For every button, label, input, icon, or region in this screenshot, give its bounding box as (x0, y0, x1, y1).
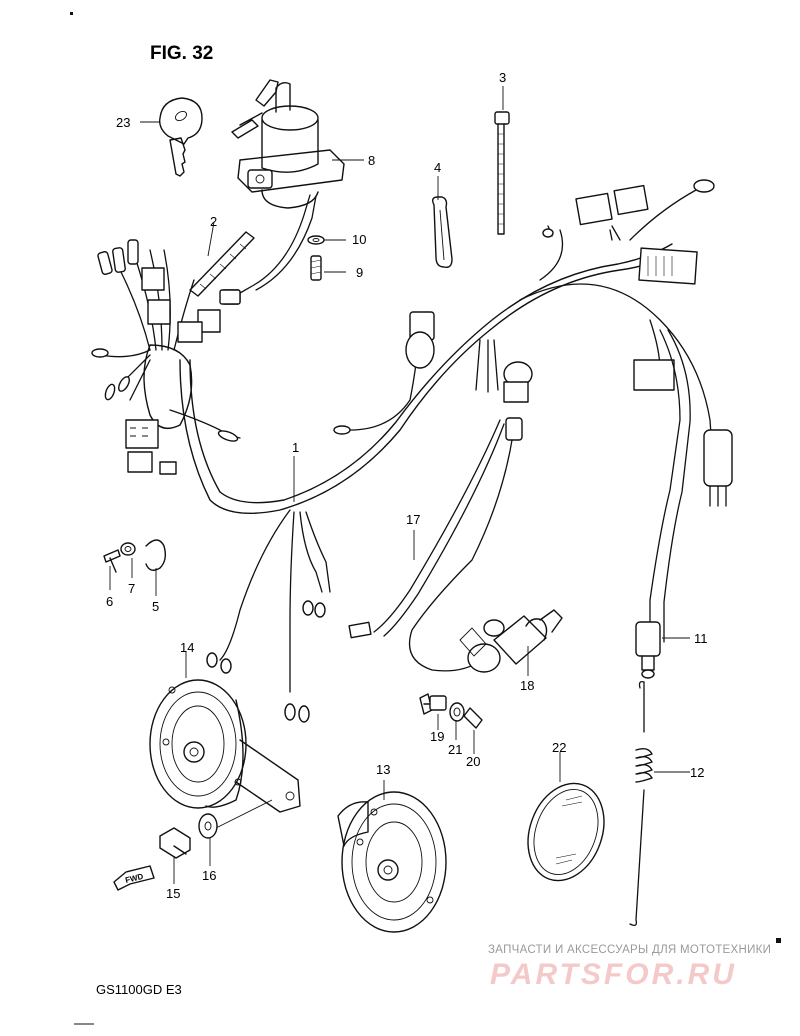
callout-11: 11 (694, 631, 708, 646)
corner-mark (776, 938, 781, 943)
callout-7: 7 (128, 581, 135, 596)
watermark-logo: PARTSFOR.RU (490, 958, 737, 991)
callout-1: 1 (292, 440, 299, 455)
reflector-part (527, 782, 605, 882)
callout-5: 5 (152, 599, 159, 614)
callout-23: 23 (116, 115, 130, 130)
cable-tie-part (494, 111, 510, 235)
callout-9: 9 (356, 265, 363, 280)
main-harness-part (179, 179, 733, 723)
callout-14: 14 (180, 640, 194, 655)
callout-6: 6 (106, 594, 113, 609)
model-code: GS1100GD E3 (96, 982, 182, 997)
callout-16: 16 (202, 868, 216, 883)
callout-15: 15 (166, 886, 180, 901)
screw-washer-parts (419, 693, 483, 729)
fwd-label: FWD (124, 872, 144, 885)
horn-14-part (149, 679, 301, 831)
screw-washer-circlip-parts (103, 539, 167, 573)
callout-13: 13 (376, 762, 390, 777)
callout-2: 2 (210, 214, 217, 229)
horn-bolt-washer-parts (159, 813, 218, 859)
callout-10: 10 (352, 232, 366, 247)
callout-4: 4 (434, 160, 441, 175)
callout-8: 8 (368, 153, 375, 168)
callout-20: 20 (466, 754, 480, 769)
fwd-arrow: FWD (113, 865, 155, 891)
sub-harness-part (91, 231, 255, 475)
watermark-tagline: ЗАПЧАСТИ И АКСЕССУАРЫ ДЛЯ МОТОТЕХНИКИ (488, 944, 771, 956)
ignition-switch-part (221, 79, 345, 305)
key-part (158, 97, 203, 177)
watermark: ЗАПЧАСТИ И АКСЕССУАРЫ ДЛЯ МОТОТЕХНИКИ PA… (488, 944, 771, 991)
brake-light-switch-part (635, 621, 661, 679)
callout-18: 18 (520, 678, 534, 693)
corner-mark (70, 12, 73, 15)
bolt-washer-parts (307, 235, 325, 281)
callout-17: 17 (406, 512, 420, 527)
clamp-part (431, 196, 453, 269)
callout-labels: 1 2 3 4 5 6 7 8 9 10 11 12 13 14 15 16 1… (106, 70, 708, 901)
callout-3: 3 (499, 70, 506, 85)
leader-lines (109, 86, 690, 884)
callout-19: 19 (430, 729, 444, 744)
switch-spring-part (629, 680, 653, 926)
neutral-switch-part (408, 439, 563, 673)
callout-22: 22 (552, 740, 566, 755)
callout-21: 21 (448, 742, 462, 757)
callout-12: 12 (690, 765, 704, 780)
figure-title: FIG. 32 (150, 43, 213, 64)
horn-13-part (337, 791, 447, 933)
lead-wire-part (348, 417, 523, 639)
